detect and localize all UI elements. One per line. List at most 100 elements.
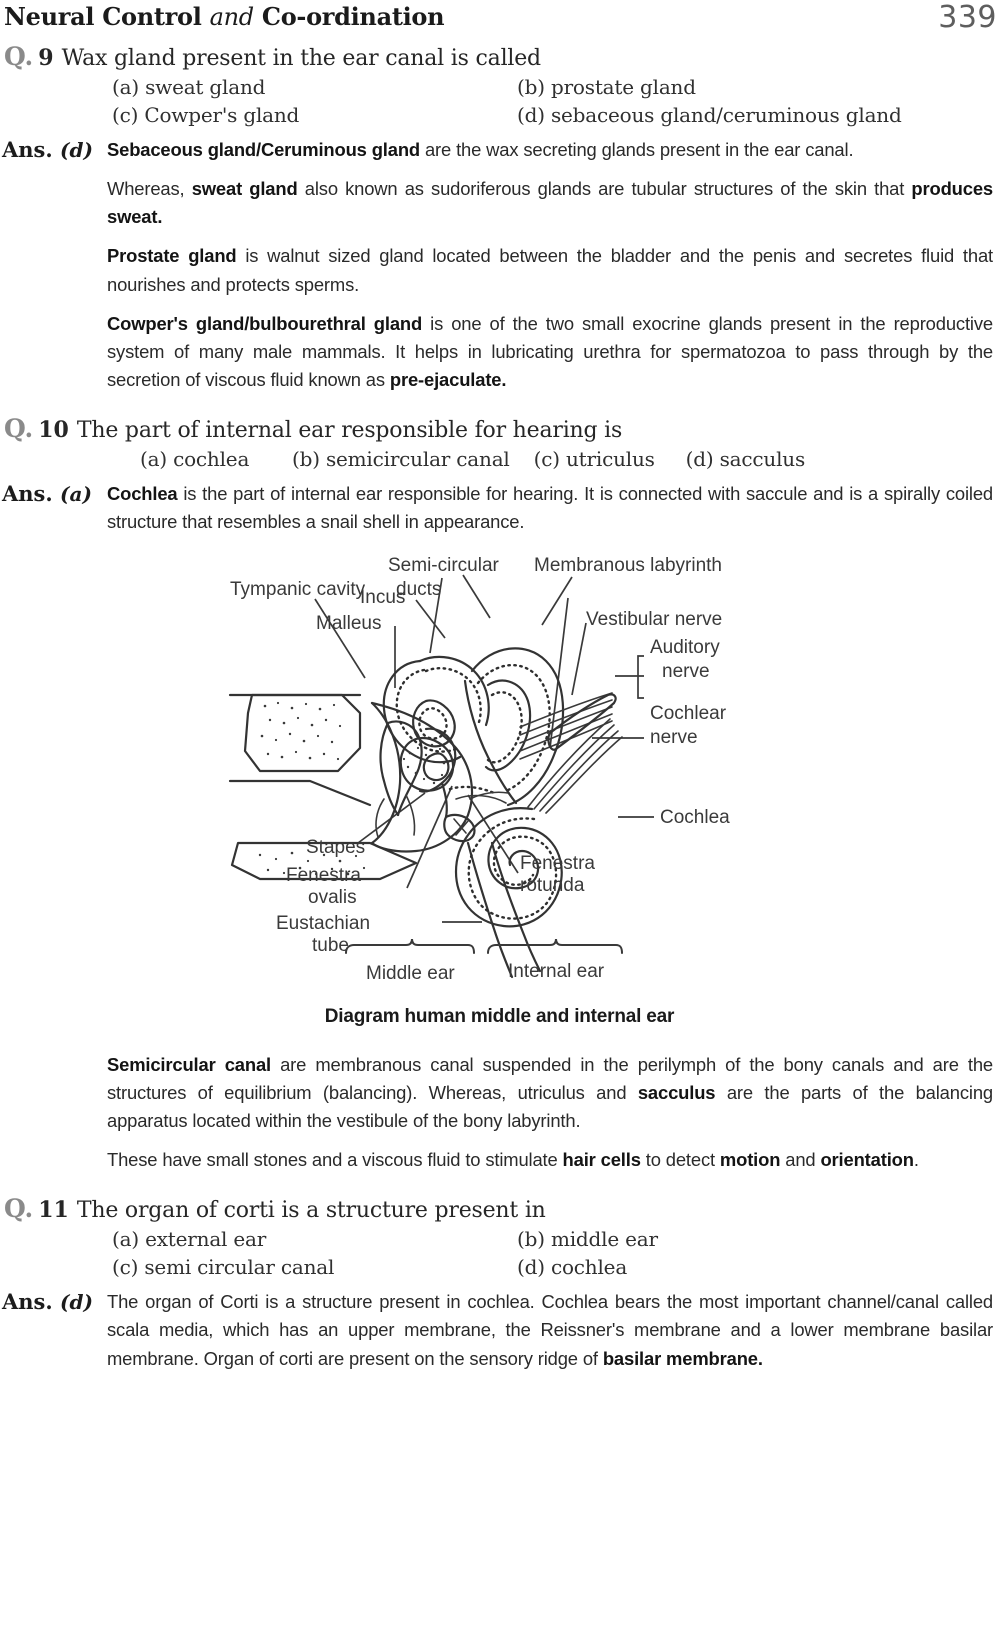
question-block-10: Q. 10 The part of internal ear responsib… <box>0 416 999 1174</box>
answer-paragraph: Sebaceous gland/Ceruminous gland are the… <box>107 139 854 160</box>
cochlea-spiral-dotted <box>467 816 557 920</box>
option-d[interactable]: (d) sebaceous gland/ceruminous gland <box>517 103 902 127</box>
question-text: The organ of corti is a structure presen… <box>76 1198 546 1224</box>
label-fenestra-rotunda-2: rotunda <box>520 875 585 896</box>
semicircular-canal-outer-left <box>382 659 461 763</box>
page-number: 339 <box>938 0 997 35</box>
option-c[interactable]: (c) Cowper's gland <box>112 103 300 127</box>
label-eustachian-tube-2: tube <box>312 935 349 956</box>
label-auditory-nerve-1: Auditory <box>650 637 720 658</box>
bone-stipple-upper <box>260 701 341 760</box>
label-semicircular-ducts-2: ducts <box>396 579 441 600</box>
utricle-saccule <box>399 736 454 792</box>
incus-long-process <box>440 781 448 818</box>
answer-label: Ans. (d) <box>2 136 107 162</box>
options-list-9: (a) sweat gland (b) prostate gland (c) C… <box>0 75 999 127</box>
semicircular-canal-top-left-inner <box>424 666 482 723</box>
label-vestibular-nerve: Vestibular nerve <box>586 609 722 630</box>
block-spacer <box>0 1174 999 1196</box>
question-text: Wax gland present in the ear canal is ca… <box>61 46 542 71</box>
temporal-bone-outline <box>243 693 361 772</box>
answer-paragraph: Cowper's gland/bulbourethral gland is on… <box>107 312 993 391</box>
label-incus: Incus <box>360 587 405 608</box>
semicircular-canal-top-left <box>418 655 490 726</box>
question-tag: Q. <box>4 1194 34 1224</box>
ear-diagram-svg: Tympanic cavity Semi-circular ducts Memb… <box>228 555 730 984</box>
answer-paragraph: These have small stones and a viscous fl… <box>107 1149 919 1171</box>
option-a[interactable]: (a) cochlea <box>140 447 250 472</box>
question-heading-9: Q. 9 Wax gland present in the ear canal … <box>0 44 999 71</box>
label-internal-ear: Internal ear <box>508 961 605 982</box>
label-cochlear-nerve-1: Cochlear <box>650 703 727 724</box>
middle-ear-fold <box>404 793 415 836</box>
option-a[interactable]: (a) external ear <box>112 1227 267 1252</box>
anterior-canal-loop <box>484 679 531 772</box>
question-text: The part of internal ear responsible for… <box>76 418 623 444</box>
label-eustachian-tube-1: Eustachian <box>276 913 370 934</box>
question-heading-10: Q. 10 The part of internal ear responsib… <box>0 416 999 443</box>
leader-incus <box>414 599 446 639</box>
ampulla-loop <box>411 698 456 747</box>
leader-membranous-labyrinth <box>540 576 573 626</box>
answer-label-text: Ans. <box>2 481 53 507</box>
label-fenestra-rotunda-1: Fenestra <box>520 853 595 874</box>
question-tag: Q. <box>4 414 34 444</box>
label-cochlear-nerve-2: nerve <box>650 727 698 748</box>
label-fenestra-ovalis-1: Fenestra <box>286 865 361 886</box>
answer-label-text: Ans. <box>2 1289 53 1315</box>
bone-stipple-lower <box>258 851 365 875</box>
option-b[interactable]: (b) prostate gland <box>517 75 696 99</box>
answer-label: Ans. (d) <box>2 1288 107 1314</box>
answer-paragraph: The organ of Corti is a structure presen… <box>107 1291 993 1369</box>
running-head-tail: Co-ordination <box>261 2 445 31</box>
label-membranous-labyrinth: Membranous labyrinth <box>534 555 722 576</box>
temporal-bone-lower <box>230 841 417 880</box>
cochlea-base-dotted <box>448 785 495 794</box>
leader-tympanic-cavity <box>313 598 366 679</box>
running-head-italic: and <box>209 3 255 31</box>
answer-body: Cochlea is the part of internal ear resp… <box>107 480 993 536</box>
option-d[interactable]: (d) cochlea <box>517 1255 628 1280</box>
option-c[interactable]: (c) semi circular canal <box>112 1255 335 1280</box>
middle-ear-fold-2 <box>374 797 385 838</box>
page-header: Neural Control and Co-ordination 339 <box>0 0 999 44</box>
stapes-shape <box>442 813 476 842</box>
answer-block-9: Ans. (d) Sebaceous gland/Ceruminous glan… <box>0 136 999 394</box>
answer-paragraph: Whereas, sweat gland also known as sudor… <box>107 178 993 228</box>
middle-ear-brace <box>344 938 475 954</box>
label-cochlea: Cochlea <box>660 807 730 828</box>
semicircular-canal-posterior-outer <box>470 646 564 806</box>
option-a[interactable]: (a) sweat gland <box>112 75 266 99</box>
answer-block-10: Ans. (a) Cochlea is the part of internal… <box>0 480 999 536</box>
label-auditory-nerve-2: nerve <box>662 661 710 682</box>
auditory-nerve-bracket <box>636 654 644 699</box>
fenestra-rotunda-link <box>468 791 509 800</box>
options-list-10: (a) cochlea (b) semicircular canal (c) u… <box>0 447 999 471</box>
option-b[interactable]: (b) semicircular canal <box>292 447 510 472</box>
block-spacer <box>0 394 999 416</box>
ear-anatomy-figure: Tympanic cavity Semi-circular ducts Memb… <box>0 543 999 1028</box>
running-head-main: Neural Control <box>4 2 202 31</box>
leader-semicircular-2 <box>461 574 491 619</box>
option-d[interactable]: (d) sacculus <box>685 447 806 472</box>
ampulla-loop-inner <box>417 706 448 740</box>
semicircular-canal-posterior-inner <box>476 663 551 792</box>
question-number: 9 <box>38 45 54 71</box>
answer-key: (a) <box>60 482 92 507</box>
semicircular-canal-inner-left <box>395 668 459 753</box>
question-heading-11: Q. 11 The organ of corti is a structure … <box>0 1196 999 1223</box>
option-c[interactable]: (c) utriculus <box>533 447 655 472</box>
label-stapes: Stapes <box>306 837 365 858</box>
label-tympanic-cavity: Tympanic cavity <box>230 579 366 600</box>
eustachian-tube-lower-wall <box>490 841 541 972</box>
answer-paragraph: Semicircular canal are membranous canal … <box>107 1053 994 1131</box>
nerve-trunk-shaded <box>546 692 617 751</box>
answer-paragraph: Cochlea is the part of internal ear resp… <box>107 483 993 533</box>
question-block-11: Q. 11 The organ of corti is a structure … <box>0 1196 999 1372</box>
answer-paragraph: Prostate gland is walnut sized gland loc… <box>107 245 993 295</box>
answer-block-10-continued: Semicircular canal are membranous canal … <box>0 1051 999 1175</box>
answer-key: (d) <box>60 1290 93 1315</box>
leader-semicircular-1 <box>428 577 443 653</box>
leader-fenestra-ovalis <box>405 785 453 888</box>
option-b[interactable]: (b) middle ear <box>517 1227 658 1252</box>
